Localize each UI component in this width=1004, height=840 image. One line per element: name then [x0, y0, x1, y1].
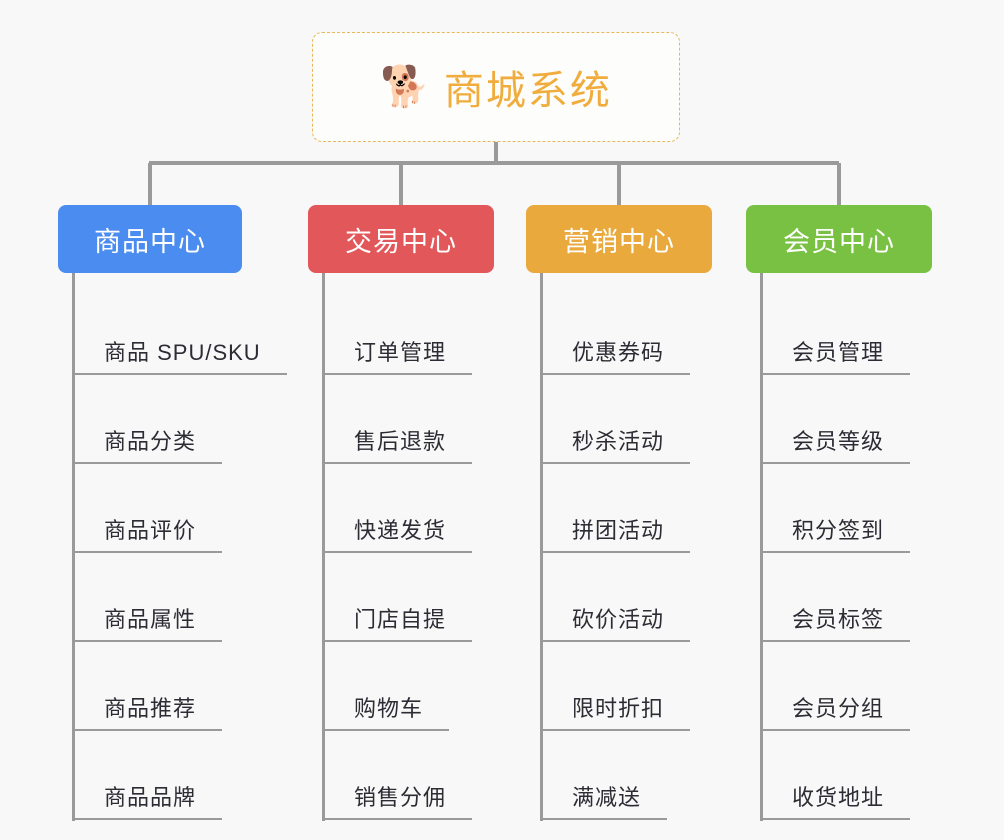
leaf-item[interactable]: 订单管理: [324, 286, 473, 375]
leaf-item[interactable]: 会员管理: [762, 286, 911, 375]
horizontal-bus-line: [149, 161, 839, 165]
leaf-list-trade-center: 订单管理 售后退款 快递发货 门店自提 购物车 销售分佣: [324, 286, 473, 820]
leaf-item[interactable]: 销售分佣: [324, 731, 473, 820]
leaf-item[interactable]: 会员标签: [762, 553, 911, 642]
leaf-label: 售后退款: [324, 424, 473, 464]
leaf-list-member-center: 会员管理 会员等级 积分签到 会员标签 会员分组 收货地址: [762, 286, 911, 820]
root-title: 商城系统: [443, 69, 612, 113]
leaf-label: 秒杀活动: [542, 424, 691, 464]
spine-trade-center: [322, 273, 325, 821]
drop-line-member-center: [837, 163, 841, 207]
leaf-label: 会员分组: [762, 691, 911, 731]
column-product-center: 商品中心: [58, 205, 298, 273]
leaf-item[interactable]: 收货地址: [762, 731, 911, 820]
leaf-list-marketing-center: 优惠券码 秒杀活动 拼团活动 砍价活动 限时折扣 满减送: [542, 286, 691, 820]
leaf-item[interactable]: 商品分类: [74, 375, 287, 464]
leaf-item[interactable]: 购物车: [324, 642, 472, 731]
leaf-label: 会员等级: [762, 424, 911, 464]
leaf-item[interactable]: 优惠券码: [542, 286, 691, 375]
leaf-label: 商品评价: [74, 513, 223, 553]
shiba-dog-icon: 🐕: [380, 65, 430, 109]
column-trade-center: 交易中心: [308, 205, 516, 273]
header-product-center[interactable]: 商品中心: [58, 205, 242, 273]
leaf-item[interactable]: 限时折扣: [542, 642, 691, 731]
leaf-item[interactable]: 会员分组: [762, 642, 911, 731]
drop-line-product-center: [148, 163, 152, 207]
leaf-item[interactable]: 商品 SPU/SKU: [74, 286, 287, 375]
leaf-label: 销售分佣: [324, 780, 473, 820]
leaf-item[interactable]: 商品品牌: [74, 731, 287, 820]
leaf-item[interactable]: 快递发货: [324, 464, 473, 553]
leaf-item[interactable]: 售后退款: [324, 375, 473, 464]
drop-line-marketing-center: [617, 163, 621, 207]
leaf-label: 拼团活动: [542, 513, 691, 553]
leaf-item[interactable]: 门店自提: [324, 553, 473, 642]
spine-marketing-center: [540, 273, 543, 821]
leaf-item[interactable]: 秒杀活动: [542, 375, 691, 464]
leaf-item[interactable]: 会员等级: [762, 375, 911, 464]
leaf-label: 会员管理: [762, 335, 911, 375]
leaf-label: 砍价活动: [542, 602, 691, 642]
leaf-label: 商品属性: [74, 602, 223, 642]
leaf-item[interactable]: 商品属性: [74, 553, 287, 642]
header-member-center[interactable]: 会员中心: [746, 205, 932, 273]
leaf-label: 优惠券码: [542, 335, 691, 375]
leaf-label: 限时折扣: [542, 691, 691, 731]
leaf-label: 商品分类: [74, 424, 223, 464]
leaf-label: 订单管理: [324, 335, 473, 375]
root-node[interactable]: 🐕 商城系统: [312, 32, 680, 142]
leaf-item[interactable]: 拼团活动: [542, 464, 691, 553]
leaf-item[interactable]: 积分签到: [762, 464, 911, 553]
leaf-label: 商品品牌: [74, 780, 223, 820]
leaf-label: 门店自提: [324, 602, 473, 642]
leaf-label: 商品 SPU/SKU: [74, 335, 287, 375]
leaf-label: 满减送: [542, 780, 668, 820]
leaf-item[interactable]: 满减送: [542, 731, 690, 820]
drop-line-trade-center: [399, 163, 403, 207]
spine-member-center: [760, 273, 763, 821]
column-marketing-center: 营销中心: [526, 205, 734, 273]
column-member-center: 会员中心: [746, 205, 954, 273]
leaf-label: 购物车: [324, 691, 450, 731]
leaf-item[interactable]: 商品推荐: [74, 642, 287, 731]
header-marketing-center[interactable]: 营销中心: [526, 205, 712, 273]
leaf-label: 积分签到: [762, 513, 911, 553]
spine-product-center: [72, 273, 75, 821]
leaf-list-product-center: 商品 SPU/SKU 商品分类 商品评价 商品属性 商品推荐 商品品牌: [74, 286, 287, 820]
leaf-item[interactable]: 砍价活动: [542, 553, 691, 642]
leaf-label: 收货地址: [762, 780, 911, 820]
leaf-item[interactable]: 商品评价: [74, 464, 287, 553]
leaf-label: 快递发货: [324, 513, 473, 553]
leaf-label: 商品推荐: [74, 691, 223, 731]
header-trade-center[interactable]: 交易中心: [308, 205, 494, 273]
leaf-label: 会员标签: [762, 602, 911, 642]
root-stem-line: [494, 142, 498, 163]
